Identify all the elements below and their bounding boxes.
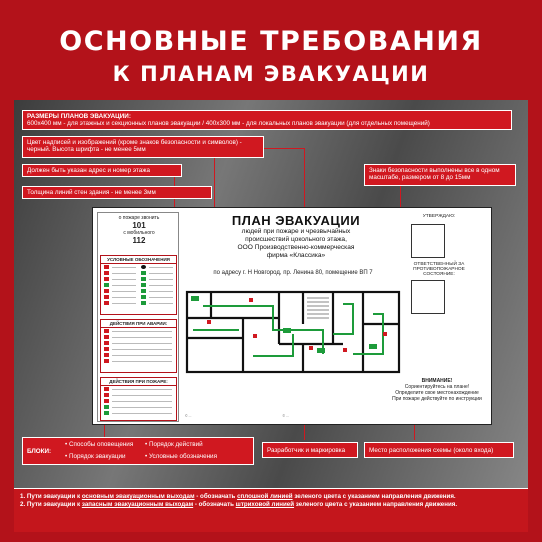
accident-actions-block: ДЕЙСТВИЯ ПРИ АВАРИИ: bbox=[100, 319, 177, 373]
content-panel: РАЗМЕРЫ ПЛАНОВ ЭВАКУАЦИИ: 600x400 мм - д… bbox=[14, 100, 528, 532]
label-address: Должен быть указан адрес и номер этажа bbox=[22, 164, 182, 177]
leader-line bbox=[304, 418, 305, 440]
fire-actions-block: ДЕЙСТВИЯ ПРИ ПОЖАРЕ: bbox=[100, 377, 177, 421]
approval-block: УТВЕРЖДАЮ: bbox=[422, 214, 456, 219]
plan-title-block: ПЛАН ЭВАКУАЦИИ людей при пожаре и чрезвы… bbox=[211, 213, 381, 260]
label-developer: Разработчик и маркировка bbox=[262, 442, 358, 458]
label-plan-sizes-text: 600x400 мм - для этажных и секционных пл… bbox=[27, 120, 430, 128]
plan-address: по адресу г. Н Новгород, пр. Ленина 80, … bbox=[213, 270, 373, 276]
legend-block: УСЛОВНЫЕ ОБОЗНАЧЕНИЯ bbox=[100, 255, 177, 315]
attention-note: ВНИМАНИЕ! Сориентируйтесь на плане! Опре… bbox=[392, 378, 482, 402]
header-title-line1: ОСНОВНЫЕ ТРЕБОВАНИЯ bbox=[59, 26, 483, 57]
blocks-label: БЛОКИ: • Способы оповещения • Порядок де… bbox=[22, 437, 254, 465]
approval-box bbox=[411, 224, 445, 258]
header-title-line2: К ПЛАНАМ ЭВАКУАЦИИ bbox=[112, 62, 430, 86]
label-location: Место расположения схемы (около входа) bbox=[364, 442, 514, 458]
responsible-block: ОТВЕТСТВЕННЫЙ ЗА ПРОТИВОПОЖАРНОЕ СОСТОЯН… bbox=[413, 262, 465, 277]
requirement-main-exits: 1. Пути эвакуации к основным эвакуационн… bbox=[20, 493, 456, 500]
plan-footer: © ... © ... bbox=[185, 414, 289, 418]
responsible-box bbox=[411, 280, 445, 314]
label-text-color: Цвет надписей и изображений (кроме знако… bbox=[22, 136, 264, 158]
leader-line bbox=[414, 418, 415, 440]
blocks-title: БЛОКИ: bbox=[27, 448, 52, 455]
routes-requirements: 1. Пути эвакуации к основным эвакуационн… bbox=[14, 488, 528, 532]
leader-line bbox=[214, 136, 215, 208]
plan-sidebar: о пожаре звонить 101 с мобильного 112 УС… bbox=[97, 212, 179, 422]
emergency-call-box: о пожаре звонить 101 с мобильного 112 bbox=[118, 215, 160, 245]
floor-plan-drawing bbox=[185, 290, 401, 374]
label-wall-thickness: Толщина линий стен здания - не менее 3мм bbox=[22, 186, 212, 199]
label-safety-signs: Знаки безопасности выполнены все в одном… bbox=[364, 164, 516, 186]
leader-line bbox=[104, 418, 105, 438]
label-plan-sizes: РАЗМЕРЫ ПЛАНОВ ЭВАКУАЦИИ: 600x400 мм - д… bbox=[22, 110, 512, 130]
plan-title: ПЛАН ЭВАКУАЦИИ bbox=[231, 213, 361, 228]
leader-line bbox=[304, 148, 305, 232]
label-plan-sizes-title: РАЗМЕРЫ ПЛАНОВ ЭВАКУАЦИИ: bbox=[27, 113, 131, 120]
leader-line bbox=[264, 148, 304, 149]
evacuation-plan-sheet: о пожаре звонить 101 с мобильного 112 УС… bbox=[92, 207, 492, 425]
requirement-reserve-exits: 2. Пути эвакуации к запасным эвакуационн… bbox=[20, 501, 458, 508]
header: ОСНОВНЫЕ ТРЕБОВАНИЯ К ПЛАНАМ ЭВАКУАЦИИ bbox=[0, 0, 542, 100]
